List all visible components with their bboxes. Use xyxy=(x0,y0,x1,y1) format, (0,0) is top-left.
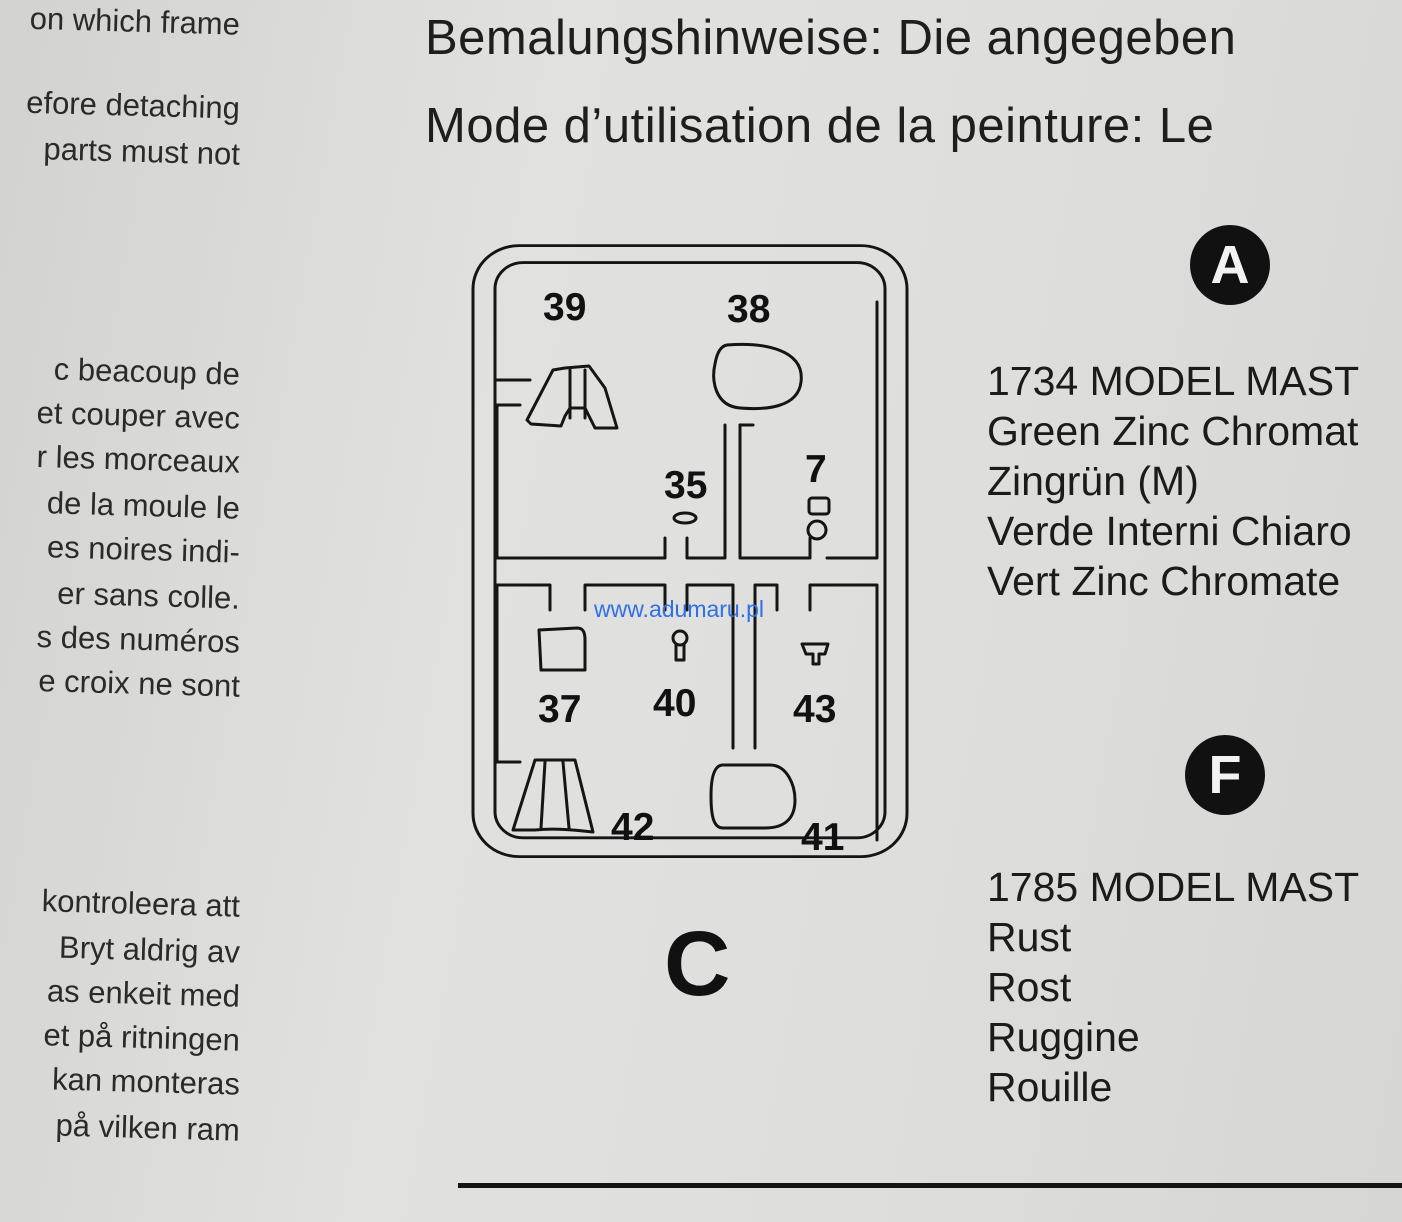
left-line: r les morceaux xyxy=(36,439,241,480)
paint-f-line: Rust xyxy=(987,914,1072,960)
runner-line xyxy=(495,583,552,612)
paint-a-line: Vert Zinc Chromate xyxy=(987,558,1341,604)
part-7-detail xyxy=(806,519,828,541)
left-line: es noires indi- xyxy=(46,529,241,570)
paint-a-line: Zingrün (M) xyxy=(987,458,1199,504)
sprue-frame-drawing xyxy=(471,244,909,859)
part-40-detail xyxy=(674,643,686,662)
runner-line xyxy=(495,403,667,560)
runner-line xyxy=(738,423,812,560)
part-43-shape xyxy=(800,642,830,666)
part-38-shape xyxy=(712,342,803,411)
bottom-divider xyxy=(458,1183,1402,1188)
runner-line xyxy=(685,423,727,560)
part-39-detail xyxy=(568,368,587,420)
part-number-40: 40 xyxy=(653,682,697,725)
paint-f-line: Rouille xyxy=(987,1064,1113,1110)
paint-a-line: 1734 MODEL MAST xyxy=(987,358,1360,404)
part-number-43: 43 xyxy=(793,688,837,731)
paint-f-line: 1785 MODEL MAST xyxy=(987,864,1360,910)
left-line: s des numéros xyxy=(36,619,241,660)
left-line: efore detaching xyxy=(25,84,241,126)
part-number-42: 42 xyxy=(611,806,655,849)
paint-f-line: Rost xyxy=(987,964,1072,1010)
left-line: kan monteras xyxy=(51,1061,241,1102)
paint-a-description: 1734 MODEL MAST Green Zinc Chromat Zingr… xyxy=(987,356,1359,606)
heading-french: Mode d’utilisation de la peinture: Le xyxy=(425,99,1215,153)
part-40-shape xyxy=(671,629,689,647)
sprue-frame-letter: C xyxy=(664,913,731,1015)
left-line: on which frame xyxy=(29,0,241,42)
part-35-shape xyxy=(672,511,698,525)
left-line: parts must not xyxy=(43,131,241,172)
part-number-41: 41 xyxy=(801,816,845,859)
paint-a-line: Verde Interni Chiaro xyxy=(987,508,1352,554)
runner-line xyxy=(495,583,522,764)
left-line: kontroleera att xyxy=(41,883,241,924)
part-7-shape xyxy=(807,496,831,516)
heading-german: Bemalungshinweise: Die angegeben xyxy=(425,11,1237,65)
paint-a-line: Green Zinc Chromat xyxy=(987,408,1359,454)
part-39-shape xyxy=(525,364,619,430)
part-number-38: 38 xyxy=(727,288,771,331)
frame-outer xyxy=(471,244,909,859)
paint-badge-f: F xyxy=(1185,735,1265,815)
part-42-detail xyxy=(539,760,571,830)
runner-line xyxy=(753,583,779,750)
left-line: er sans colle. xyxy=(56,575,241,616)
part-42-shape xyxy=(511,758,595,834)
paint-f-line: Ruggine xyxy=(987,1014,1140,1060)
part-number-35: 35 xyxy=(664,464,708,507)
left-line: e croix ne sont xyxy=(37,663,241,704)
part-number-39: 39 xyxy=(543,286,587,329)
left-line: as enkeit med xyxy=(46,973,241,1014)
paint-badge-a: A xyxy=(1190,225,1270,305)
part-number-37: 37 xyxy=(538,688,582,731)
paint-f-description: 1785 MODEL MAST Rust Rost Ruggine Rouill… xyxy=(987,862,1359,1112)
left-line: et på ritningen xyxy=(43,1017,241,1058)
frame-inner xyxy=(493,261,887,840)
watermark-url: www.adumaru.pl xyxy=(594,596,765,622)
left-line: de la moule le xyxy=(46,485,241,526)
runner-line xyxy=(583,583,667,612)
left-line: et couper avec xyxy=(36,395,241,436)
sprue-diagram: 39 38 35 7 37 40 43 42 41 xyxy=(465,240,915,860)
runner-line xyxy=(808,583,879,842)
part-37-shape xyxy=(537,626,587,672)
part-number-7: 7 xyxy=(805,448,827,491)
left-line: Bryt aldrig av xyxy=(58,929,241,970)
part-41-shape xyxy=(709,763,797,830)
left-line: på vilken ram xyxy=(55,1107,241,1148)
left-text-column: on which frame efore detaching parts mus… xyxy=(0,0,250,1222)
runner-line xyxy=(685,583,735,750)
runner-line xyxy=(825,300,879,560)
left-line: c beacoup de xyxy=(53,351,241,392)
